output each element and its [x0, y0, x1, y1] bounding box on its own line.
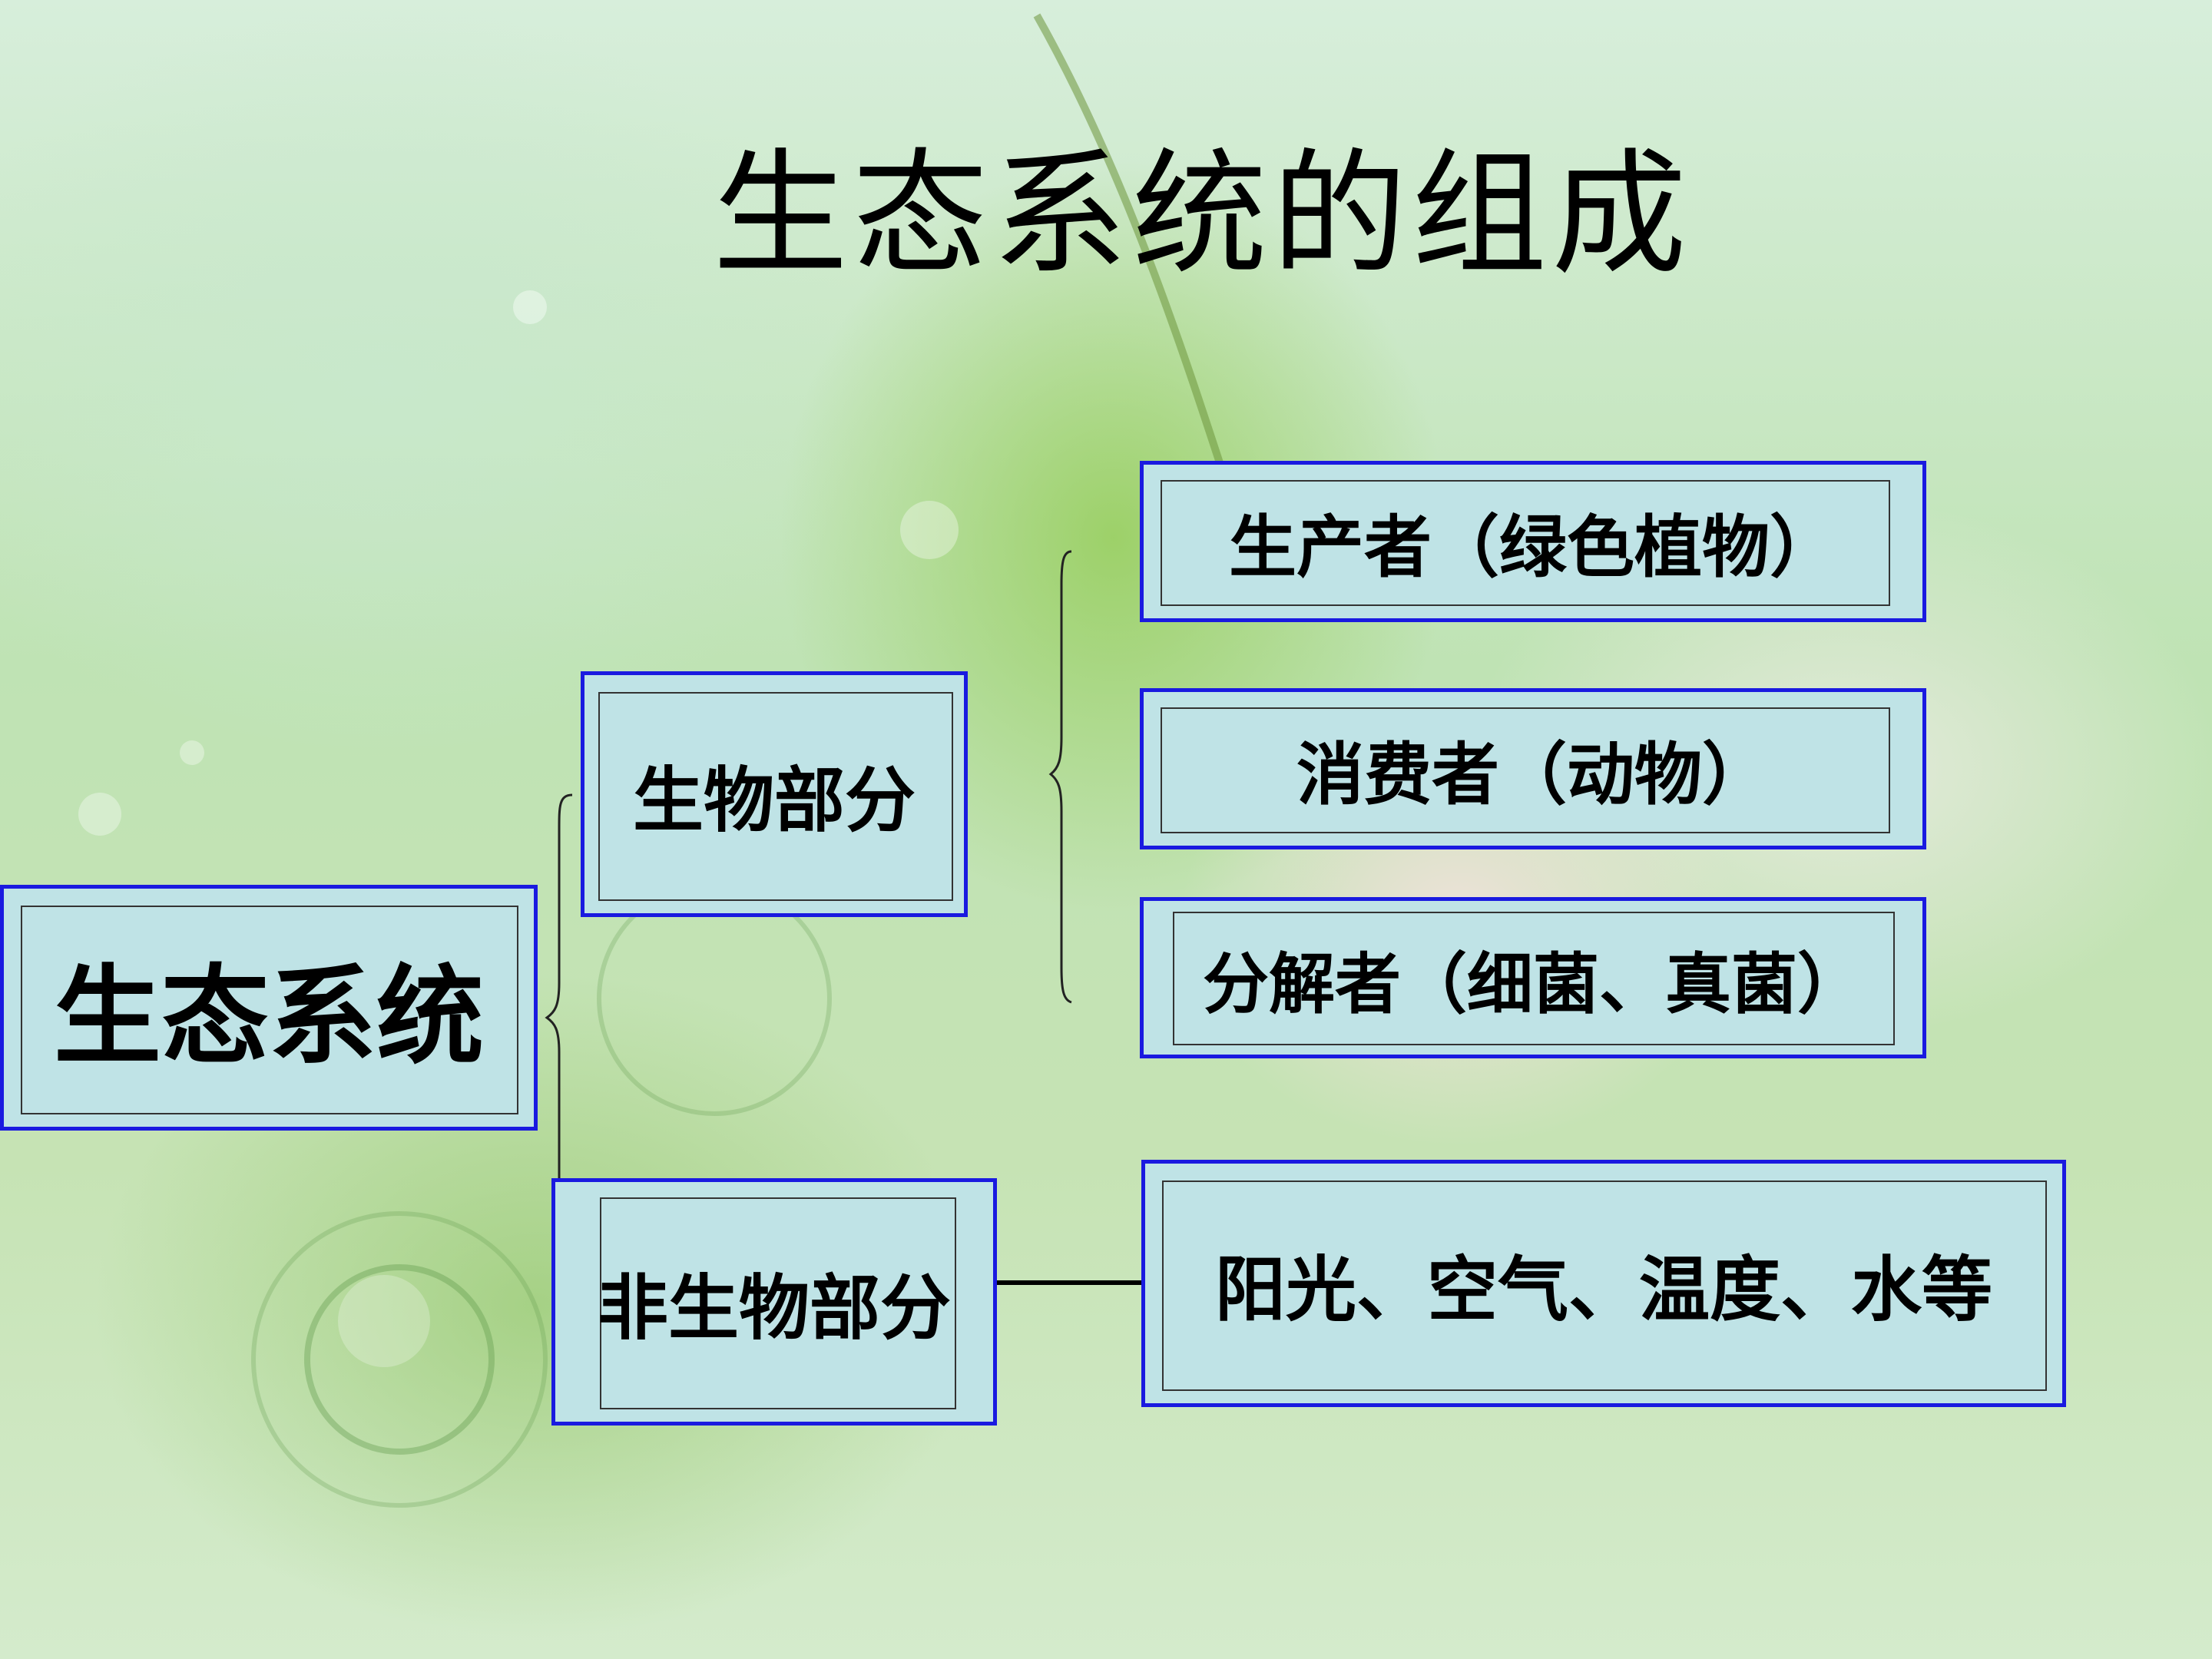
abiotic-box: 非生物部分	[551, 1178, 997, 1426]
abiotic-label: 非生物部分	[555, 1182, 993, 1422]
decomposer-label: 分解者（细菌、真菌）	[1144, 901, 1922, 1055]
ecosystem-root-label: 生态系统	[4, 889, 534, 1127]
decomposer-box: 分解者（细菌、真菌）	[1140, 897, 1926, 1058]
biotic-box: 生物部分	[581, 671, 968, 917]
producer-box: 生产者（绿色植物）	[1140, 461, 1926, 622]
producer-label: 生产者（绿色植物）	[1144, 465, 1922, 618]
abiotic-factors-label: 阳光、空气、温度、水等	[1145, 1164, 2062, 1403]
biotic-label: 生物部分	[584, 675, 964, 913]
consumer-box: 消费者（动物）	[1140, 688, 1926, 849]
biotic-brace	[1051, 551, 1071, 1002]
ecosystem-root-box: 生态系统	[0, 885, 538, 1131]
abiotic-factors-box: 阳光、空气、温度、水等	[1141, 1160, 2066, 1407]
slide-title: 生态系统的组成	[0, 131, 2212, 300]
consumer-label: 消费者（动物）	[1144, 692, 1922, 846]
